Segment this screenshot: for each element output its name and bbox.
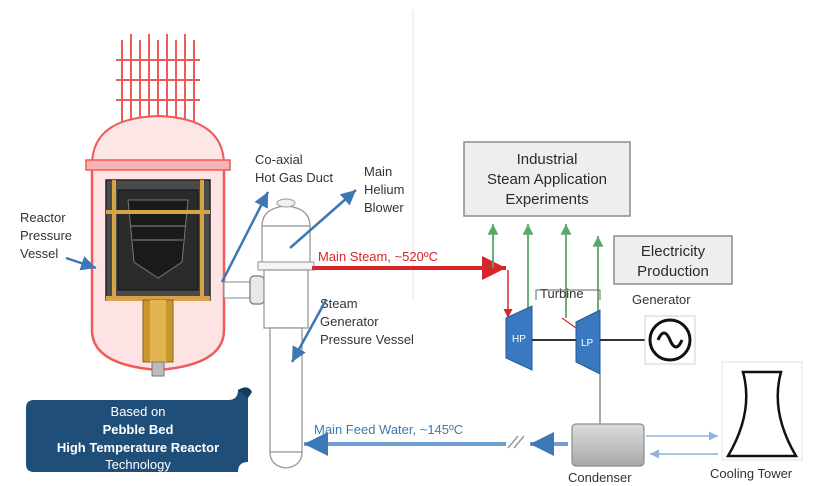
duct-pointer-arrow xyxy=(220,191,270,283)
sg-pointer-arrow xyxy=(290,299,328,363)
generator-label: Generator xyxy=(632,292,691,307)
blower-pointer-arrow xyxy=(289,189,357,249)
electricity-line-2: Production xyxy=(637,263,709,280)
electricity-line-1: Electricity xyxy=(641,243,706,260)
cooling-tower-label: Cooling Tower xyxy=(710,466,793,481)
cooling-tower xyxy=(721,361,803,461)
hp-turbine: HP xyxy=(505,305,533,371)
banner-line-2: Pebble Bed xyxy=(103,422,174,437)
turbine-label: Turbine xyxy=(540,286,584,301)
reactor-pressure-vessel xyxy=(85,34,231,377)
banner-line-1: Based on xyxy=(111,404,166,419)
technology-banner: Based on Pebble Bed High Temperature Rea… xyxy=(26,387,252,472)
steam-branch-lines xyxy=(487,224,604,318)
reactor-vessel-label-3: Vessel xyxy=(20,246,58,261)
banner-line-4: Technology xyxy=(105,457,171,472)
industrial-line-2: Steam Application xyxy=(487,171,607,188)
hp-label: HP xyxy=(512,334,526,345)
main-steam-label: Main Steam, ~520ºC xyxy=(318,249,438,264)
hot-gas-duct-label-1: Co-axial xyxy=(255,152,303,167)
steam-generator-label-1: Steam xyxy=(320,296,358,311)
crossover-pipe xyxy=(561,317,577,329)
condenser-label: Condenser xyxy=(568,470,632,485)
lp-turbine: LP xyxy=(575,309,601,375)
reactor-vessel-label-2: Pressure xyxy=(20,228,72,243)
helium-blower-label-2: Helium xyxy=(364,182,404,197)
hot-gas-duct-label-2: Hot Gas Duct xyxy=(255,170,333,185)
reactor-vessel-label-1: Reactor xyxy=(20,210,66,225)
steam-generator-label-3: Pressure Vessel xyxy=(320,332,414,347)
feed-water-label: Main Feed Water, ~145ºC xyxy=(314,422,463,437)
helium-blower-label-3: Blower xyxy=(364,200,404,215)
hot-gas-duct xyxy=(223,275,265,305)
industrial-line-3: Experiments xyxy=(505,191,588,208)
industrial-steam-box: Industrial Steam Application Experiments xyxy=(463,141,631,217)
reactor-pointer-arrow xyxy=(65,256,97,271)
banner-line-3: High Temperature Reactor xyxy=(57,440,219,455)
lp-label: LP xyxy=(581,338,594,349)
electricity-box: Electricity Production xyxy=(613,235,733,285)
steam-generator-vessel xyxy=(257,198,315,469)
helium-blower-label-1: Main xyxy=(364,164,392,179)
turbine-bracket xyxy=(535,289,601,300)
steam-generator-label-2: Generator xyxy=(320,314,379,329)
condenser xyxy=(571,423,645,467)
generator-symbol xyxy=(644,315,696,365)
industrial-line-1: Industrial xyxy=(517,151,578,168)
